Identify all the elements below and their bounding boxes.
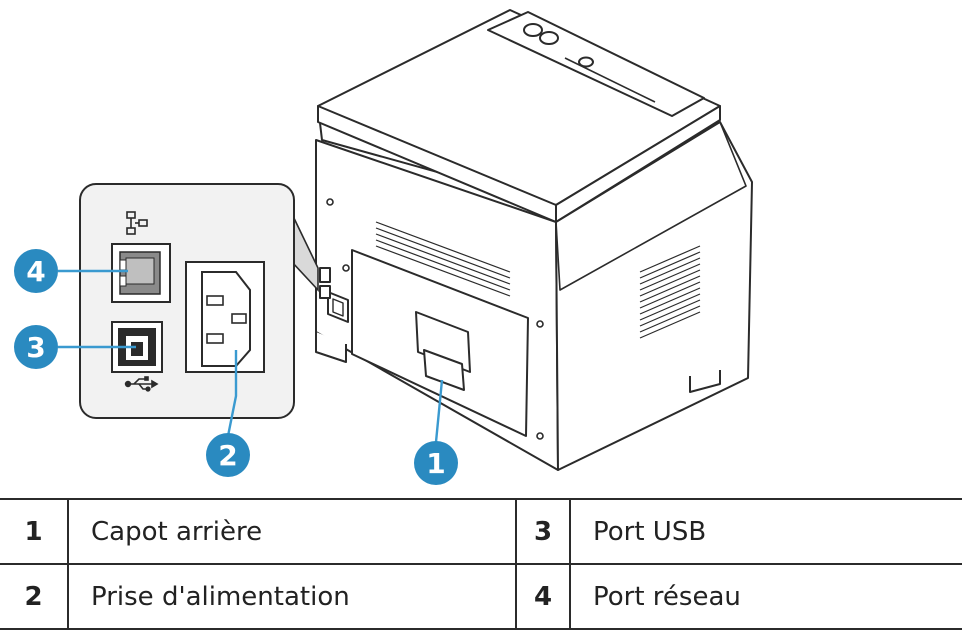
svg-text:4: 4 <box>26 255 45 288</box>
rear-vents <box>375 221 511 297</box>
legend-number: 3 <box>515 498 570 565</box>
legend-number: 4 <box>515 564 570 630</box>
printer-rear-view-figure: 1 2 3 4 <box>14 9 753 485</box>
legend-label: Capot arrière <box>67 498 516 565</box>
legend-number: 2 <box>0 564 68 630</box>
network-icon <box>126 211 148 235</box>
screw-holes <box>326 198 544 440</box>
power-socket <box>185 261 265 373</box>
legend-label: Port réseau <box>569 564 962 630</box>
table-row: 1 Capot arrière 3 Port USB <box>0 498 962 565</box>
callout-2: 2 <box>206 433 250 477</box>
svg-text:2: 2 <box>218 439 237 472</box>
svg-text:1: 1 <box>426 447 445 480</box>
svg-text:3: 3 <box>26 331 45 364</box>
callout-legend-table: 1 Capot arrière 3 Port USB 2 Prise d'ali… <box>0 498 962 630</box>
leader-lines <box>58 269 444 443</box>
legend-label: Port USB <box>569 498 962 565</box>
callout-1: 1 <box>414 441 458 485</box>
legend-number: 1 <box>0 498 68 565</box>
printer-body <box>315 9 753 471</box>
legend-label: Prise d'alimentation <box>67 564 516 630</box>
network-port <box>111 243 171 303</box>
usb-icon <box>124 376 159 392</box>
side-vents <box>639 245 701 339</box>
table-row: 2 Prise d'alimentation 4 Port réseau <box>0 564 962 630</box>
callout-3: 3 <box>14 325 58 369</box>
callout-4: 4 <box>14 249 58 293</box>
